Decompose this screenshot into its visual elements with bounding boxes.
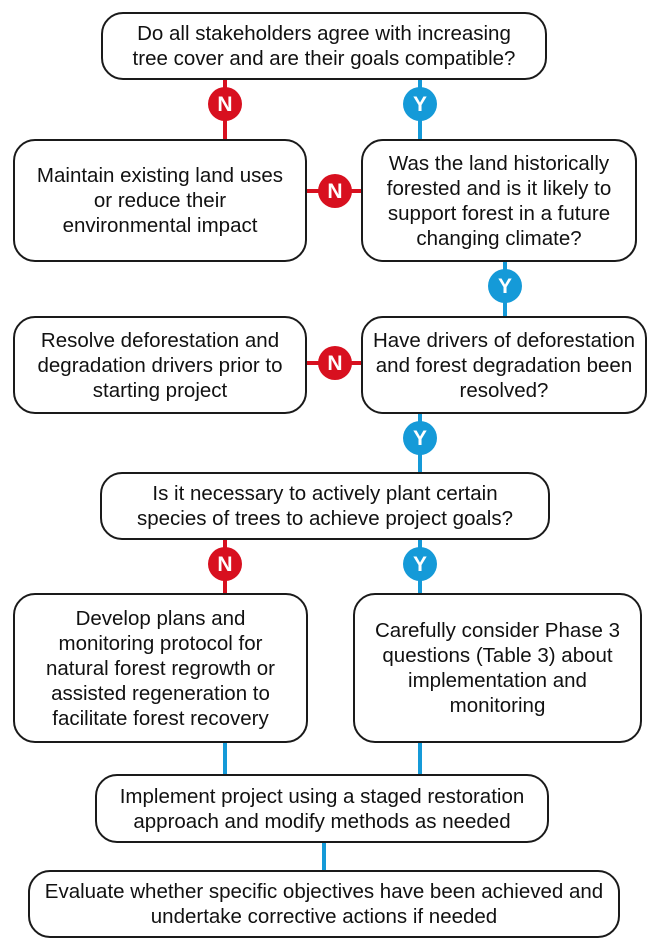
- node-historically-forested-question: Was the land historically forested and i…: [361, 139, 637, 262]
- no-badge-icon: N: [318, 174, 352, 208]
- yes-badge-icon: Y: [403, 87, 437, 121]
- node-develop-plans: Develop plans and monitoring protocol fo…: [13, 593, 308, 743]
- connector-phase3-implement: [418, 742, 422, 776]
- connector-implement-evaluate: [322, 841, 326, 871]
- no-badge-icon: N: [318, 346, 352, 380]
- node-implement-project: Implement project using a staged restora…: [95, 774, 549, 843]
- node-resolve-drivers: Resolve deforestation and degradation dr…: [13, 316, 307, 414]
- node-consider-phase3: Carefully consider Phase 3 questions (Ta…: [353, 593, 642, 743]
- node-maintain-land-uses: Maintain existing land uses or reduce th…: [13, 139, 307, 262]
- no-badge-icon: N: [208, 547, 242, 581]
- yes-badge-icon: Y: [403, 421, 437, 455]
- no-badge-icon: N: [208, 87, 242, 121]
- node-actively-plant-question: Is it necessary to actively plant certai…: [100, 472, 550, 540]
- node-stakeholders-question: Do all stakeholders agree with increasin…: [101, 12, 547, 80]
- node-drivers-resolved-question: Have drivers of deforestation and forest…: [361, 316, 647, 414]
- connector-plans-implement: [223, 742, 227, 776]
- yes-badge-icon: Y: [403, 547, 437, 581]
- node-evaluate-objectives: Evaluate whether specific objectives hav…: [28, 870, 620, 938]
- yes-badge-icon: Y: [488, 269, 522, 303]
